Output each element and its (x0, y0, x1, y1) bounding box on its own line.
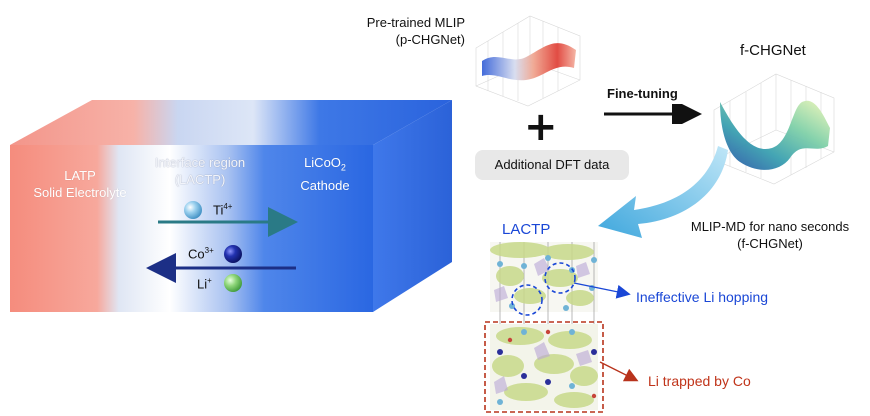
lactp-structure (480, 236, 610, 416)
cathode-formula: LiCoO (304, 155, 341, 170)
li-symbol: Li (197, 276, 207, 291)
cathode-label: LiCoO2 Cathode (285, 154, 365, 194)
latp-label-line2: Solid Electrolyte (25, 184, 135, 201)
interface-label-line2: (LACTP) (140, 171, 260, 188)
interface-label: Interface region (LACTP) (140, 154, 260, 188)
md-label-line1: MLIP-MD for nano seconds (680, 218, 860, 235)
co-symbol: Co (188, 246, 205, 261)
li-trapped-label: Li trapped by Co (648, 373, 751, 389)
ineffective-hopping-label: Ineffective Li hopping (636, 289, 768, 305)
interface-label-line1: Interface region (140, 154, 260, 171)
li-charge: + (207, 276, 212, 285)
md-label-line2: (f-CHGNet) (680, 235, 860, 252)
latp-label-line1: LATP (25, 167, 135, 184)
co-charge: 3+ (205, 246, 214, 255)
finetuning-label: Fine-tuning (607, 86, 678, 101)
md-label: MLIP-MD for nano seconds (f-CHGNet) (680, 218, 860, 252)
ti-label: Ti4+ (213, 202, 232, 217)
cathode-label-line2: Cathode (285, 177, 365, 194)
co-label: Co3+ (188, 246, 214, 261)
cathode-formula-sub: 2 (341, 163, 346, 173)
li-ion (224, 274, 242, 292)
fchgnet-label: f-CHGNet (740, 42, 806, 59)
cathode-label-line1: LiCoO2 (285, 154, 365, 177)
latp-label: LATP Solid Electrolyte (25, 167, 135, 201)
finetuning-arrow (600, 104, 710, 124)
pretrained-surface-plot (468, 6, 586, 110)
pretrained-line2: (p-CHGNet) (360, 31, 465, 48)
pretrained-label: Pre-trained MLIP (p-CHGNet) (360, 14, 465, 48)
ti-symbol: Ti (213, 202, 223, 217)
li-label: Li+ (197, 276, 212, 291)
plus-sign: + (524, 107, 558, 147)
pretrained-line1: Pre-trained MLIP (360, 14, 465, 31)
ti-ion (184, 201, 202, 219)
ti-charge: 4+ (223, 202, 232, 211)
co-ion (224, 245, 242, 263)
